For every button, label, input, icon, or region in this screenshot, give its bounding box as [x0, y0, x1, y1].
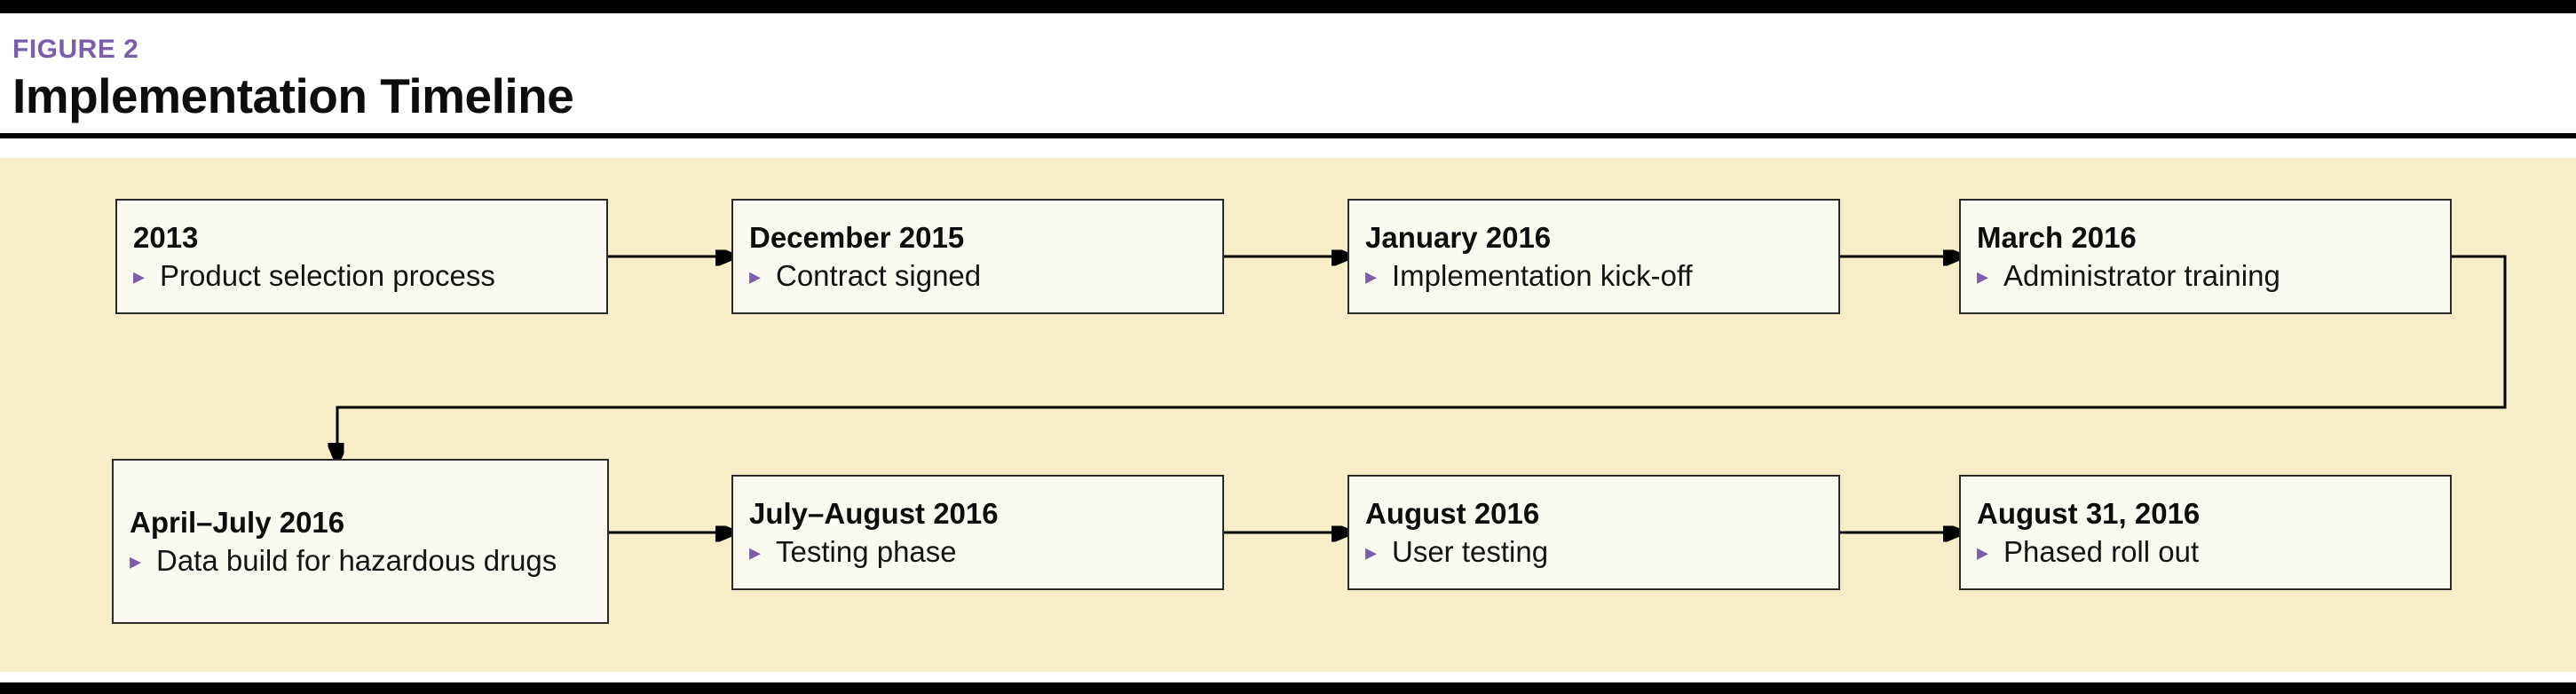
timeline-step-title: April–July 2016	[130, 506, 345, 539]
triangle-bullet-icon: ▸	[1977, 539, 1989, 565]
triangle-bullet-icon: ▸	[1977, 263, 1989, 289]
timeline-step-description-text: Data build for hazardous drugs	[156, 544, 557, 577]
triangle-bullet-icon: ▸	[1365, 539, 1378, 565]
timeline-step-title: March 2016	[1977, 221, 2137, 254]
timeline-step-title: August 2016	[1365, 497, 1540, 530]
timeline-step-description: ▸ Phased roll out	[1977, 533, 2434, 571]
figure-label: FIGURE 2	[12, 35, 139, 64]
timeline-step-description-text: Contract signed	[776, 259, 982, 292]
figure-title: Implementation Timeline	[12, 68, 574, 123]
timeline-step-description: ▸ Product selection process	[133, 257, 590, 295]
timeline-step-description-text: Product selection process	[160, 259, 495, 292]
timeline-step-box: January 2016 ▸ Implementation kick-off	[1347, 199, 1840, 314]
title-rule	[0, 133, 2576, 138]
timeline-step-box: December 2015 ▸ Contract signed	[731, 199, 1224, 314]
timeline-step-description: ▸ Data build for hazardous drugs	[130, 542, 591, 580]
bottom-rule-bar	[0, 682, 2576, 694]
timeline-step-description-text: Testing phase	[776, 535, 957, 568]
timeline-step-title: December 2015	[749, 221, 965, 254]
timeline-step-box: 2013 ▸ Product selection process	[115, 199, 608, 314]
timeline-step-description: ▸ Testing phase	[749, 533, 1206, 571]
timeline-step-description: ▸ Contract signed	[749, 257, 1206, 295]
timeline-step-description-text: Phased roll out	[2003, 535, 2200, 568]
timeline-step-description-text: User testing	[1392, 535, 1549, 568]
triangle-bullet-icon: ▸	[133, 263, 146, 289]
timeline-step-box: March 2016 ▸ Administrator training	[1959, 199, 2452, 314]
figure-header: FIGURE 2 Implementation Timeline	[0, 13, 2576, 123]
timeline-step-description-text: Administrator training	[2003, 259, 2280, 292]
timeline-step-box: August 31, 2016 ▸ Phased roll out	[1959, 475, 2452, 590]
timeline-step-description: ▸ Administrator training	[1977, 257, 2434, 295]
timeline-step-title: August 31, 2016	[1977, 497, 2201, 530]
timeline-step-description: ▸ User testing	[1365, 533, 1822, 571]
triangle-bullet-icon: ▸	[749, 539, 762, 565]
timeline-step-box: April–July 2016 ▸ Data build for hazardou…	[112, 459, 609, 624]
timeline-step-description: ▸ Implementation kick-off	[1365, 257, 1822, 295]
triangle-bullet-icon: ▸	[130, 548, 142, 574]
triangle-bullet-icon: ▸	[749, 263, 762, 289]
timeline-step-title: 2013	[133, 221, 199, 254]
timeline-step-title: January 2016	[1365, 221, 1552, 254]
timeline-step-title: July–August 2016	[749, 497, 999, 530]
triangle-bullet-icon: ▸	[1365, 263, 1378, 289]
top-rule-bar	[0, 0, 2576, 13]
timeline-step-box: August 2016 ▸ User testing	[1347, 475, 1840, 590]
bottom-gap	[0, 672, 2576, 682]
timeline-step-box: July–August 2016 ▸ Testing phase	[731, 475, 1224, 590]
timeline-panel: 2013 ▸ Product selection process December…	[0, 158, 2576, 672]
timeline-step-description-text: Implementation kick-off	[1392, 259, 1693, 292]
